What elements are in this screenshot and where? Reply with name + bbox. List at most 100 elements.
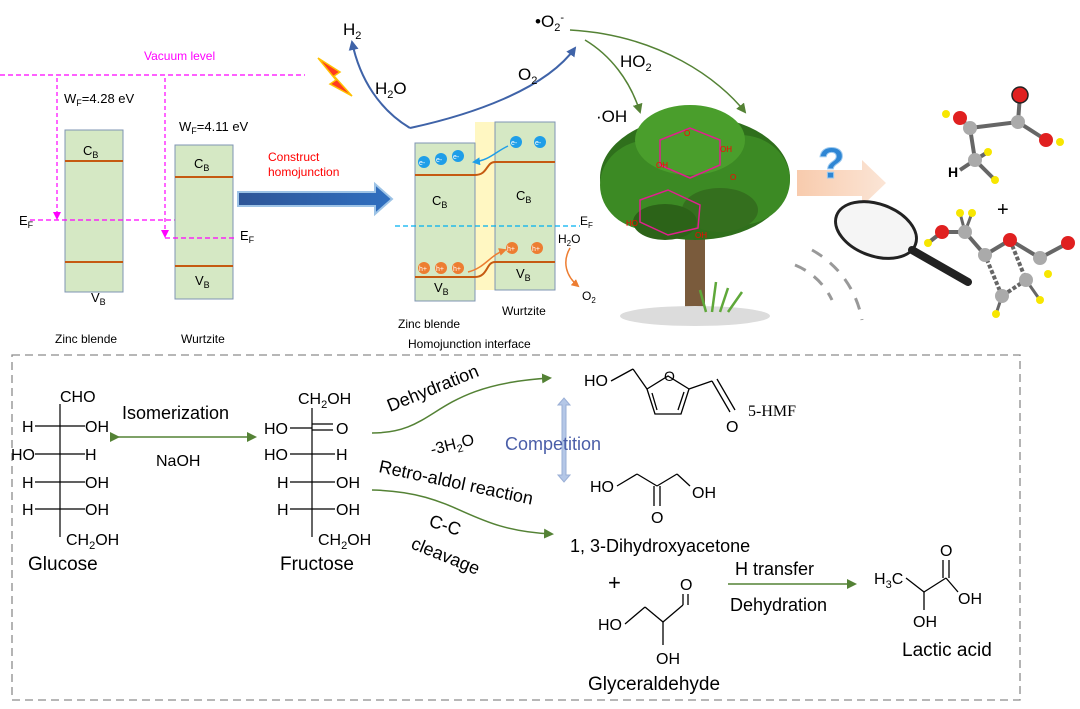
glyceraldehyde-o: O [680, 577, 692, 594]
fructose-h2: H [336, 447, 348, 464]
minus-3h2o-label: -3H2O [429, 432, 477, 462]
glucose-oh1: OH [85, 419, 109, 436]
glucose-h4: H [22, 502, 34, 519]
o2-label: O2 [518, 65, 537, 87]
retro-aldol-label: Retro-aldol reaction [377, 456, 535, 508]
construct-label-line1: Construct [268, 150, 320, 164]
svg-text:HO: HO [626, 219, 638, 228]
fructose-ch2oh-bottom: CH2OH [318, 532, 371, 552]
hole-symbol: h+ [532, 246, 540, 253]
hmf-ring-o: O [664, 368, 675, 384]
ball-model-h-label: H [948, 164, 958, 180]
zinc-blende-vb-label: VB [91, 290, 106, 307]
dha-ho: HO [590, 479, 614, 496]
lactic-acid-ball-model: H [942, 86, 1064, 184]
hole-symbol: h+ [419, 266, 427, 273]
fructose-ho2: HO [264, 447, 288, 464]
svg-text:OH: OH [695, 231, 707, 240]
homojunction-diagram: EF CB CB VB VB e- e- e- e- e- h+ h+ [395, 121, 596, 351]
hole-1 [418, 262, 430, 274]
junction-wurtzite-label: Wurtzite [502, 304, 546, 318]
retro-aldol-path: Retro-aldol reaction C-C cleavage [371, 456, 554, 579]
hmf-ho: HO [584, 373, 608, 390]
glucose-ho2: HO [11, 447, 35, 464]
glucose-structure: CHO H OH HO H H OH H OH CH2OH Glucose [11, 389, 119, 575]
oxidation-arrow [565, 247, 580, 288]
hole-symbol: h+ [453, 266, 461, 273]
junction-zinc-blende-label: Zinc blende [398, 317, 460, 331]
electron-transfer-arrow [472, 145, 509, 166]
svg-text:OH: OH [720, 145, 732, 154]
ball-model-plus: + [997, 199, 1009, 221]
fructose-oh4: OH [336, 502, 360, 519]
dha-oh: OH [692, 485, 716, 502]
ef-label-mid: EF [240, 228, 255, 245]
competition-indicator: Competition [505, 397, 601, 483]
electron-symbol: e- [453, 154, 460, 161]
svg-text:O: O [730, 173, 736, 182]
interface-region [475, 122, 495, 290]
dehydration-top-label: Dehydration [384, 361, 481, 416]
hole-3 [452, 262, 464, 274]
electron-1 [418, 156, 430, 168]
question-mark-icon: ? [818, 139, 845, 188]
wf-zinc-blende-label: WF=4.28 eV [64, 91, 135, 108]
electron-symbol: e- [535, 140, 542, 147]
glucose-label: Glucose [28, 554, 98, 575]
wurtzite-label: Wurtzite [181, 332, 225, 346]
wf-wurtzite-label: WF=4.11 eV [179, 119, 249, 136]
construct-label-line2: homojunction [268, 165, 339, 179]
hmf-label: 5-HMF [748, 403, 796, 420]
oxygen-small-label: O2 [582, 289, 596, 305]
glucose-ch2oh: CH2OH [66, 532, 119, 552]
ho2-label: HO2 [620, 52, 652, 74]
zinc-blende-band-box [64, 129, 124, 293]
ef-label-right: EF [580, 214, 593, 230]
photo-reaction-arrows: H2 H2O O2 •O2- HO2 ·OH [343, 12, 747, 129]
h-transfer-label: H transfer [735, 559, 814, 579]
h2-evolution-arrow [348, 40, 411, 129]
tree-icon [600, 105, 790, 326]
lactic-oh-right: OH [958, 591, 982, 608]
hole-group: h+ h+ h+ h+ h+ [418, 242, 543, 274]
electron-2 [435, 153, 447, 165]
construct-homojunction-arrow: Construct homojunction [237, 150, 394, 217]
fructose-h4: H [277, 502, 289, 519]
vacuum-level-label: Vacuum level [144, 49, 215, 63]
h2o-label: H2O [375, 79, 407, 101]
lactic-acid-structure: H3C O OH OH Lactic acid [874, 543, 992, 661]
cleavage-label: cleavage [409, 533, 483, 579]
lactic-h3c: H3C [874, 571, 903, 591]
hmf-structure: HO O O 5-HMF [584, 368, 796, 436]
hole-5 [531, 242, 543, 254]
svg-text:O: O [684, 129, 690, 138]
junction-zinc-blende-box [414, 142, 476, 302]
hole-transfer-arrow [467, 248, 507, 273]
glucose-oh3: OH [85, 475, 109, 492]
fructose-ho1: HO [264, 421, 288, 438]
fructose-h3: H [277, 475, 289, 492]
electron-group: e- e- e- e- e- [418, 136, 546, 168]
plus-sign: + [608, 570, 621, 595]
hole-symbol: h+ [436, 266, 444, 273]
h-transfer-arrow: H transfer Dehydration [728, 559, 857, 615]
glyceraldehyde-structure: HO O OH Glyceraldehyde [588, 577, 720, 695]
glucose-cho: CHO [60, 389, 96, 406]
naoh-label: NaOH [156, 453, 200, 470]
lactic-carbonyl-o: O [940, 543, 952, 560]
ho2-arrow [584, 39, 643, 114]
ef-label-left: EF [19, 213, 34, 230]
dha-o: O [651, 510, 663, 527]
h2-label: H2 [343, 20, 361, 42]
water-small-label: H2O [558, 232, 580, 248]
magnifying-glass-icon [794, 200, 972, 321]
cellulose-molecule: O OH OH HO OH O [626, 127, 736, 240]
dehydration-bottom-label: Dehydration [730, 595, 827, 615]
junction-wurtzite-box [494, 121, 556, 291]
hydroxyl-label: ·OH [596, 107, 627, 126]
cc-label: C-C [427, 511, 464, 540]
glucose-h3: H [22, 475, 34, 492]
lactic-acid-label: Lactic acid [902, 640, 992, 661]
electron-symbol: e- [419, 160, 426, 167]
electron-symbol: e- [511, 140, 518, 147]
